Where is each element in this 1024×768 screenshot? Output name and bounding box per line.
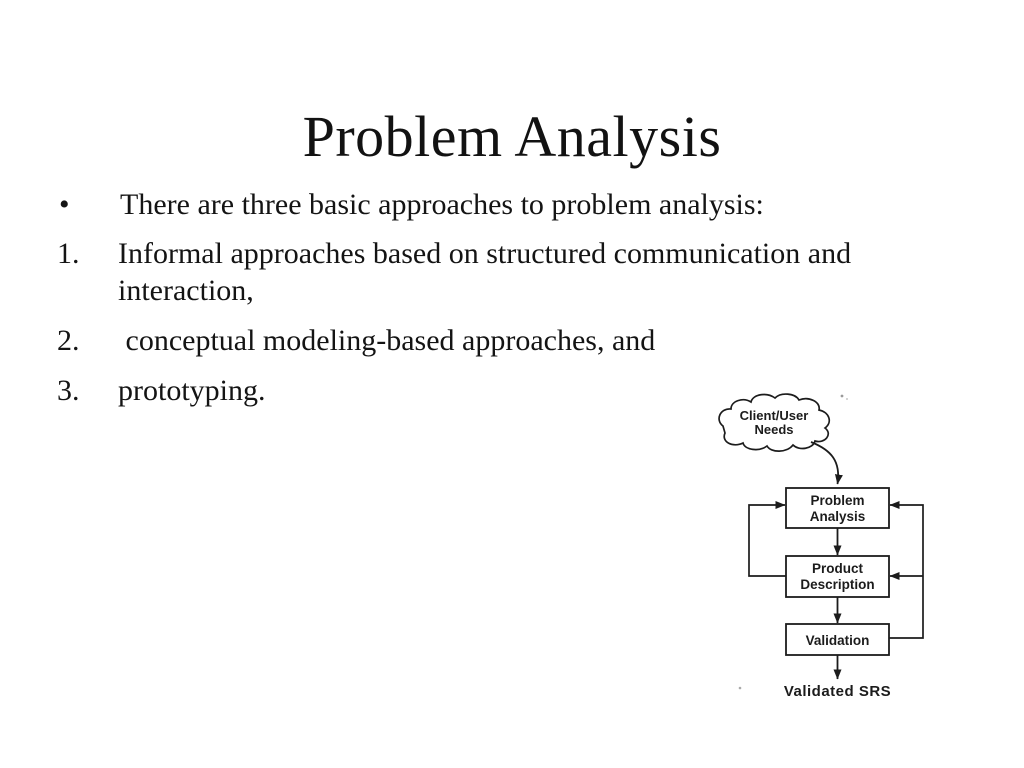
validated-srs-label: Validated SRS (784, 683, 891, 700)
box-validation-line1: Validation (806, 633, 870, 648)
bullet-marker: • (59, 188, 70, 221)
box-validation: Validation (785, 623, 890, 656)
list-item-1-line-2: interaction, (118, 274, 254, 307)
cloud-client-user-needs: Client/User Needs (718, 393, 831, 452)
list-item-3-number: 3. (57, 374, 80, 407)
cloud-shape (718, 393, 831, 452)
list-item-2-number: 2. (57, 324, 80, 357)
scan-noise-specks (738, 394, 848, 690)
list-item-3-text: prototyping. (118, 372, 966, 409)
cloud-label-line1: Client/User (740, 408, 809, 423)
arrow-feedback-product-to-problem (748, 501, 786, 577)
list-item-2-text: conceptual modeling-based approaches, an… (118, 322, 966, 359)
box-product-description: Product Description (785, 555, 890, 598)
list-item-1-text: Informal approaches based on structured … (118, 235, 966, 309)
box-problem-analysis-line2: Analysis (810, 509, 866, 524)
list-item-1-line-1: Informal approaches based on structured … (118, 237, 852, 270)
page-title: Problem Analysis (302, 103, 722, 169)
list-item-2-line-1: conceptual modeling-based approaches, an… (118, 324, 656, 357)
bullet-text: There are three basic approaches to prob… (120, 188, 764, 221)
box-product-description-line2: Description (800, 577, 874, 592)
box-problem-analysis: Problem Analysis (785, 487, 890, 529)
box-product-description-line1: Product (812, 561, 864, 576)
list-item-3: 3. prototyping. (57, 372, 972, 409)
box-problem-analysis-line1: Problem (810, 493, 864, 508)
requirements-flow-diagram: Client/User Needs Problem Analysis Produ… (695, 388, 955, 723)
list-item-3-line-1: prototyping. (118, 374, 266, 407)
cloud-label-line2: Needs (754, 422, 793, 437)
arrow-needs-to-problem-analysis (810, 441, 843, 485)
bullet-item: • There are three basic approaches to pr… (57, 186, 972, 223)
body-text-block: • There are three basic approaches to pr… (57, 186, 972, 422)
arrow-feedback-validation-to-problem (889, 501, 924, 639)
list-item-2: 2. conceptual modeling-based approaches,… (57, 322, 972, 359)
list-item-1: 1. Informal approaches based on structur… (57, 235, 972, 309)
list-item-1-number: 1. (57, 237, 80, 270)
